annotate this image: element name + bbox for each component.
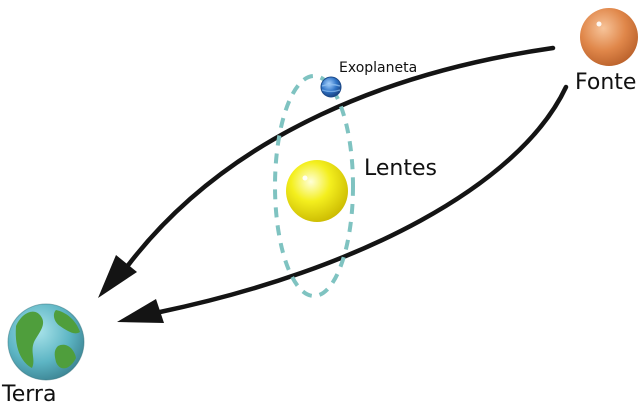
star-icon [580, 8, 638, 66]
earth-icon [8, 304, 84, 380]
arrowhead-lower [117, 299, 164, 323]
source-label: Fonte [575, 72, 636, 94]
lens-star-icon [286, 160, 348, 222]
exoplanet-label: Exoplaneta [339, 61, 417, 75]
lens-label: Lentes [364, 158, 437, 180]
light-path-lower [160, 87, 566, 312]
exoplanet-icon [321, 77, 341, 97]
earth-label: Terra [2, 384, 56, 406]
